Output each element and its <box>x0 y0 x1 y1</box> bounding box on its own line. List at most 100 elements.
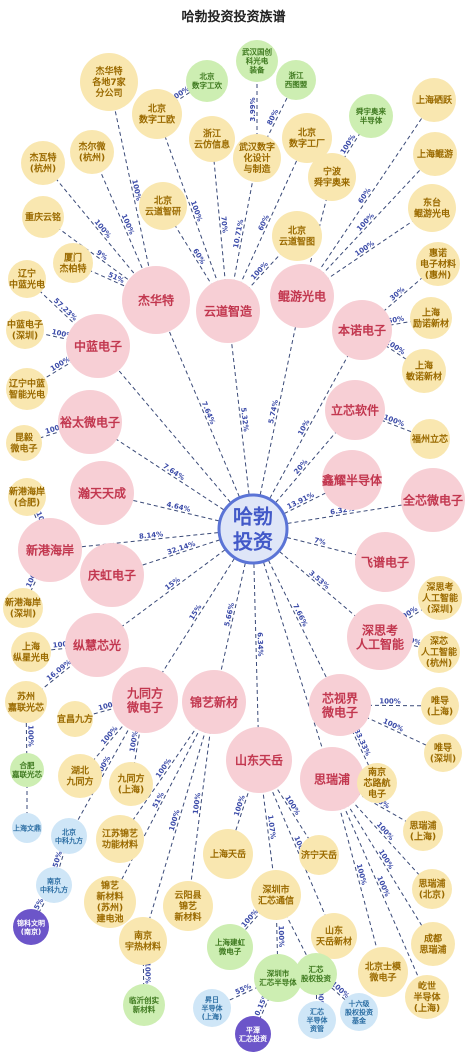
edge-zldz-zldz_sz <box>24 329 99 347</box>
edge-hb-ytwdz <box>89 421 254 530</box>
node-shgs: 上海硒跃 <box>412 78 456 122</box>
node-circle <box>22 196 64 238</box>
node-circle <box>84 876 136 928</box>
node-label: 深圳市汇芯通信 <box>258 884 294 907</box>
node-circle <box>236 40 278 82</box>
edge-label: 70% <box>219 216 229 233</box>
edge-label: 100% <box>316 986 324 1008</box>
node-circle <box>6 311 44 349</box>
node-label: 瀚天天成 <box>78 485 126 500</box>
edge-label: 100% <box>233 794 247 817</box>
edge-label: 100% <box>355 212 376 233</box>
node-circle <box>401 468 465 532</box>
node-label: 舜宇奥来半导体 <box>356 106 386 125</box>
node-xybdt: 鑫耀半导体 <box>321 450 383 510</box>
node-label: 新港海岸(深圳) <box>5 597 41 620</box>
node-circle <box>132 89 182 139</box>
node-label: 北京数字工欧 <box>139 103 175 126</box>
node-label: 南京中科九方 <box>40 876 68 894</box>
node-circle <box>340 993 378 1031</box>
node-bndz: 本诺电子 <box>332 300 392 360</box>
node-circle <box>109 762 153 806</box>
node-label: 济宁天岳 <box>301 849 337 861</box>
node-label: 杰瓦特(杭州) <box>29 152 56 175</box>
node-circle <box>251 870 301 920</box>
node-dtky: 东台鲲游光电 <box>408 184 456 232</box>
node-circle <box>70 461 134 525</box>
node-label: 福州立芯 <box>411 433 448 445</box>
node-yqjf: 宜昌九方 <box>57 701 93 737</box>
node-whgc: 武汉国创科光电装备 <box>236 40 278 82</box>
edge-label: 100% <box>93 218 113 240</box>
node-xghn_hf: 新港海岸(合肥) <box>8 478 46 516</box>
node-skzn: 深思考人工智能 <box>347 604 413 670</box>
node-circle <box>235 1016 271 1052</box>
node-label: 厦门杰柏特 <box>59 252 86 275</box>
node-ytwdz: 裕太微电子 <box>58 390 122 454</box>
edge-hb-srp <box>252 528 333 780</box>
node-bjszgk: 北京数字工欧 <box>132 89 182 139</box>
node-label: 杰华特 <box>138 292 174 307</box>
node-circle <box>298 1001 336 1039</box>
node-srp: 思瑞浦 <box>300 747 364 811</box>
node-circle <box>5 681 47 723</box>
node-skzn_hz: 深芯人工智能(杭州) <box>418 631 460 673</box>
node-circle <box>182 670 246 734</box>
node-circle <box>207 924 253 970</box>
node-label: 芯视界微电子 <box>321 690 358 719</box>
node-bjydzt: 北京云道智图 <box>272 211 322 261</box>
edge-label: 100% <box>128 730 139 753</box>
node-circle <box>119 917 167 965</box>
node-shty: 上海天岳 <box>203 829 253 879</box>
edge-label: 100% <box>143 962 151 984</box>
node-label: 中蓝电子 <box>74 338 122 353</box>
node-circle <box>416 242 460 286</box>
node-circle <box>18 518 82 582</box>
node-nbsy: 宁波舜宇奥来 <box>308 153 356 201</box>
node-wd_sh: 唯导(上海) <box>421 687 459 725</box>
edge-label: 7.64% <box>200 400 217 425</box>
node-label: 湖北九同方 <box>65 765 93 788</box>
node-label: 九同方微电子 <box>126 685 163 714</box>
node-circle <box>347 604 413 670</box>
node-circle <box>80 543 144 607</box>
node-label: 立芯软件 <box>331 402 379 417</box>
node-lnzlgd: 辽宁中蓝光电 <box>8 260 46 298</box>
edge-srp-bjsm <box>331 778 384 973</box>
node-label: 杰华特各地7家分公司 <box>91 65 126 99</box>
page-title: 哈勃投资投资族谱 <box>181 10 286 25</box>
node-label: 鲲游光电 <box>278 288 326 303</box>
edge-label: 6.32% <box>330 505 355 517</box>
node-circle <box>295 953 337 995</box>
edge-kygd-shky <box>301 153 436 297</box>
node-circle <box>300 747 364 811</box>
node-hfgl: 合肥嘉联光芯 <box>10 753 44 787</box>
edge-srp-qsbdt <box>331 778 428 998</box>
node-label: 北京数字工欢 <box>192 71 222 90</box>
node-label: 思瑞浦(北京) <box>418 878 445 901</box>
node-circle <box>412 78 456 122</box>
node-label: 纵慧芯光 <box>73 637 121 652</box>
node-label: 北京云道智图 <box>279 225 315 248</box>
edge-label: 15% <box>188 603 204 621</box>
node-label: 浙江西图盟 <box>285 70 308 89</box>
node-cqyq: 重庆云铭 <box>22 196 64 238</box>
edge-label: 16.09% <box>45 658 73 683</box>
node-circle <box>196 279 260 343</box>
node-label: 唯导(上海) <box>427 695 453 718</box>
node-bjydzy: 北京云道智研 <box>139 182 187 230</box>
edge-label: 13.91% <box>286 491 316 511</box>
node-label: 深思考人工智能(深圳) <box>421 581 458 615</box>
edge-label: 7.64% <box>161 462 186 482</box>
node-label: 辽宁中蓝智能光电 <box>9 378 45 401</box>
node-jht_gd: 杰华特各地7家分公司 <box>80 53 138 111</box>
node-label: 十六级股权投资基金 <box>344 999 373 1025</box>
edge-label: 57.23% <box>52 297 79 323</box>
node-szhxbdt: 深圳市汇芯半导体 <box>254 954 302 1002</box>
node-label: 辽宁中蓝光电 <box>9 268 45 291</box>
edge-hb-kygd <box>252 295 303 530</box>
node-jht: 杰华特 <box>122 266 190 334</box>
edge-bndz-shlx <box>361 329 425 372</box>
node-circle <box>233 134 281 182</box>
node-fzlx: 福州立芯 <box>410 419 450 459</box>
